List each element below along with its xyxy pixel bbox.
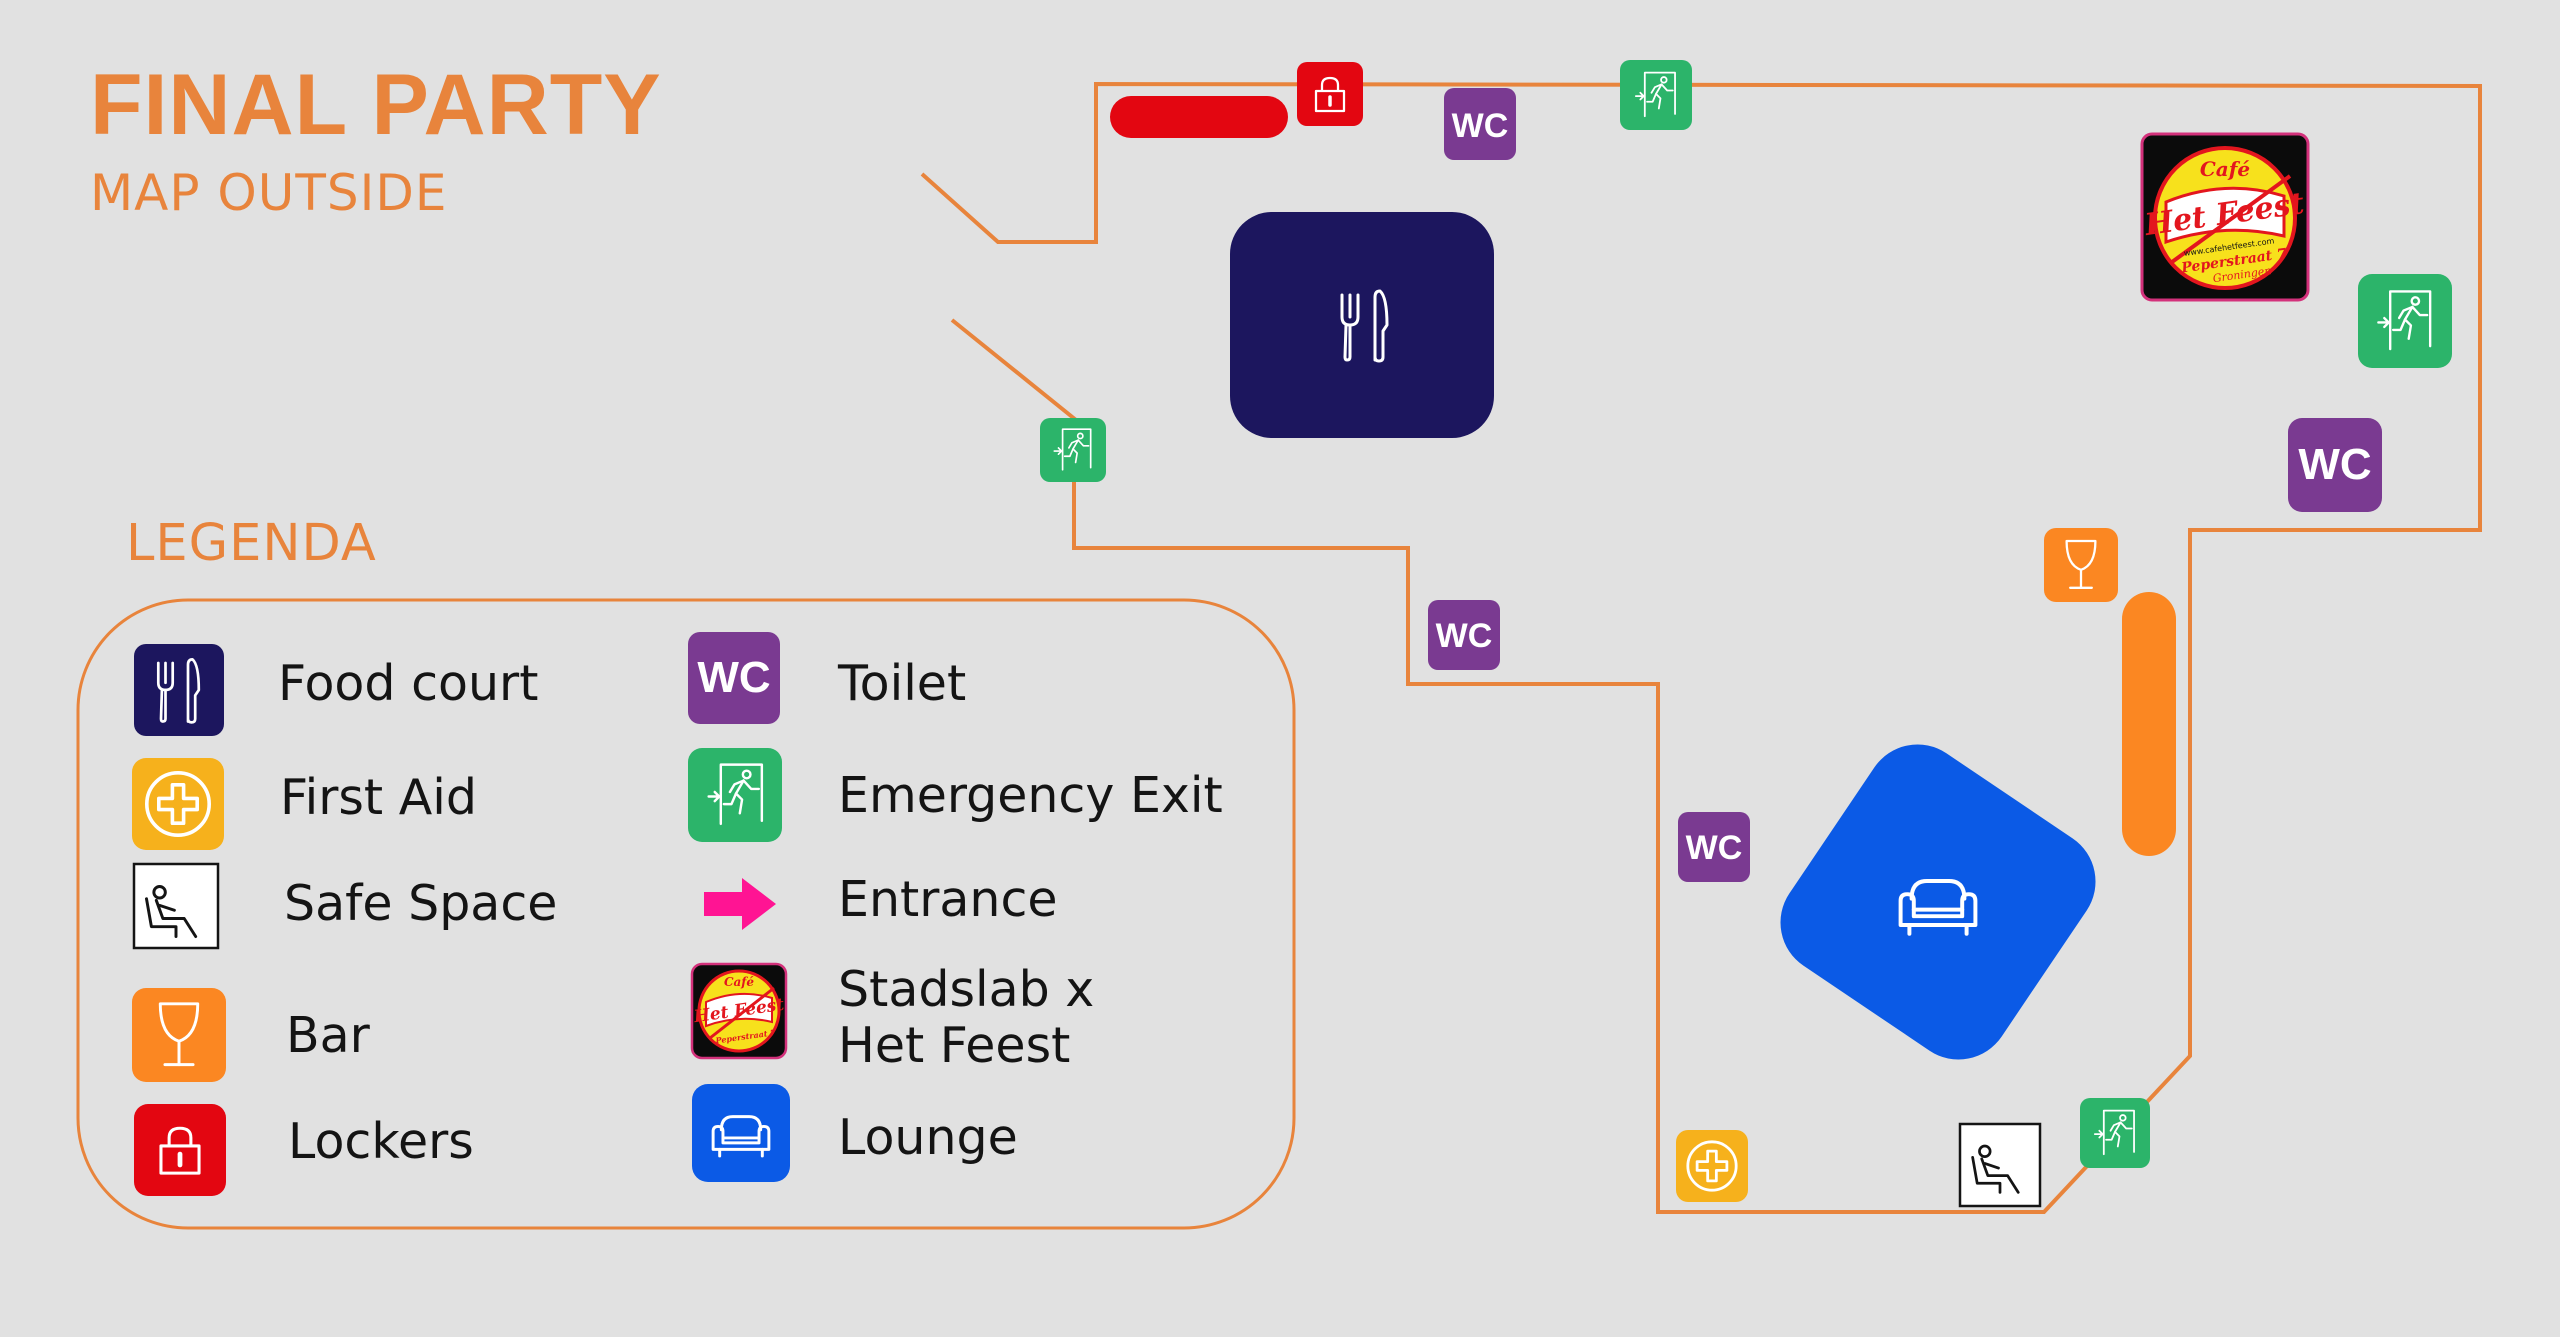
legend-label-food-court: Food court: [278, 655, 539, 712]
legend-label-lockers: Lockers: [288, 1113, 474, 1170]
map-emergency-exit-icon: [1620, 60, 1692, 130]
lockers-area: [1110, 96, 1288, 138]
toilet-badge-text: WC: [2298, 440, 2371, 489]
toilet-badge-text: WC: [1452, 107, 1509, 145]
logo-top-text: Café: [724, 975, 754, 989]
legend-label-entrance: Entrance: [838, 871, 1058, 928]
legend-toilet-icon: WC: [688, 632, 780, 724]
map-lockers-icon: [1297, 62, 1363, 126]
bar-counter: [2122, 592, 2176, 856]
legend-label-toilet: Toilet: [838, 655, 967, 712]
het-feest-logo: Café Het Feest www.cafehetfeest.com Pepe…: [2140, 132, 2310, 302]
toilet-badge-text: WC: [1686, 829, 1743, 867]
legend-label-lounge: Lounge: [838, 1109, 1018, 1166]
food-court-area: [1230, 212, 1494, 438]
legend-label-stadslab-line2: Het Feest: [838, 1017, 1071, 1074]
entrance-arrow-icon: [704, 878, 776, 930]
legend-bar-icon: [132, 988, 226, 1082]
legend-label-bar: Bar: [286, 1007, 370, 1064]
legend-label-safe-space: Safe Space: [284, 875, 558, 932]
legend-box: [76, 598, 1296, 1230]
map-toilet-icon: WC: [1428, 600, 1500, 670]
map-emergency-exit-icon: [2358, 274, 2452, 368]
legend-lounge-icon: [692, 1084, 790, 1182]
map-safe-space-icon: [1958, 1122, 2042, 1208]
legend-label-first-aid: First Aid: [280, 769, 477, 826]
map-emergency-exit-icon: [1040, 418, 1106, 482]
toilet-badge-text: WC: [1436, 617, 1493, 655]
map-toilet-icon: WC: [2288, 418, 2382, 512]
legend-lockers-icon: [134, 1104, 226, 1196]
map-toilet-icon: WC: [1444, 88, 1516, 160]
logo-top-text: Café: [2200, 157, 2250, 181]
legend-food-court-icon: [134, 644, 224, 736]
toilet-badge-text: WC: [697, 653, 770, 702]
page-subtitle: MAP OUTSIDE: [90, 164, 448, 222]
legend-safe-space-icon: [132, 862, 220, 950]
lounge-area: [1780, 744, 2096, 1060]
legend-heading: LEGENDA: [126, 514, 377, 573]
map-bar-icon: [2044, 528, 2118, 602]
map-first-aid-icon: [1676, 1130, 1748, 1202]
legend-emergency-exit-icon: [688, 748, 782, 842]
legend-first-aid-icon: [132, 758, 224, 850]
map-toilet-icon: WC: [1678, 812, 1750, 882]
page-title: FINAL PARTY: [90, 57, 662, 153]
venue-outline: [920, 81, 2482, 1214]
map-emergency-exit-icon: [2080, 1098, 2150, 1168]
legend-label-stadslab-line1: Stadslab x: [838, 961, 1095, 1018]
legend-label-emergency-exit: Emergency Exit: [838, 767, 1223, 824]
legend-stadslab-het-feest-logo: Café Het Feest Peperstraat 7: [690, 962, 788, 1060]
